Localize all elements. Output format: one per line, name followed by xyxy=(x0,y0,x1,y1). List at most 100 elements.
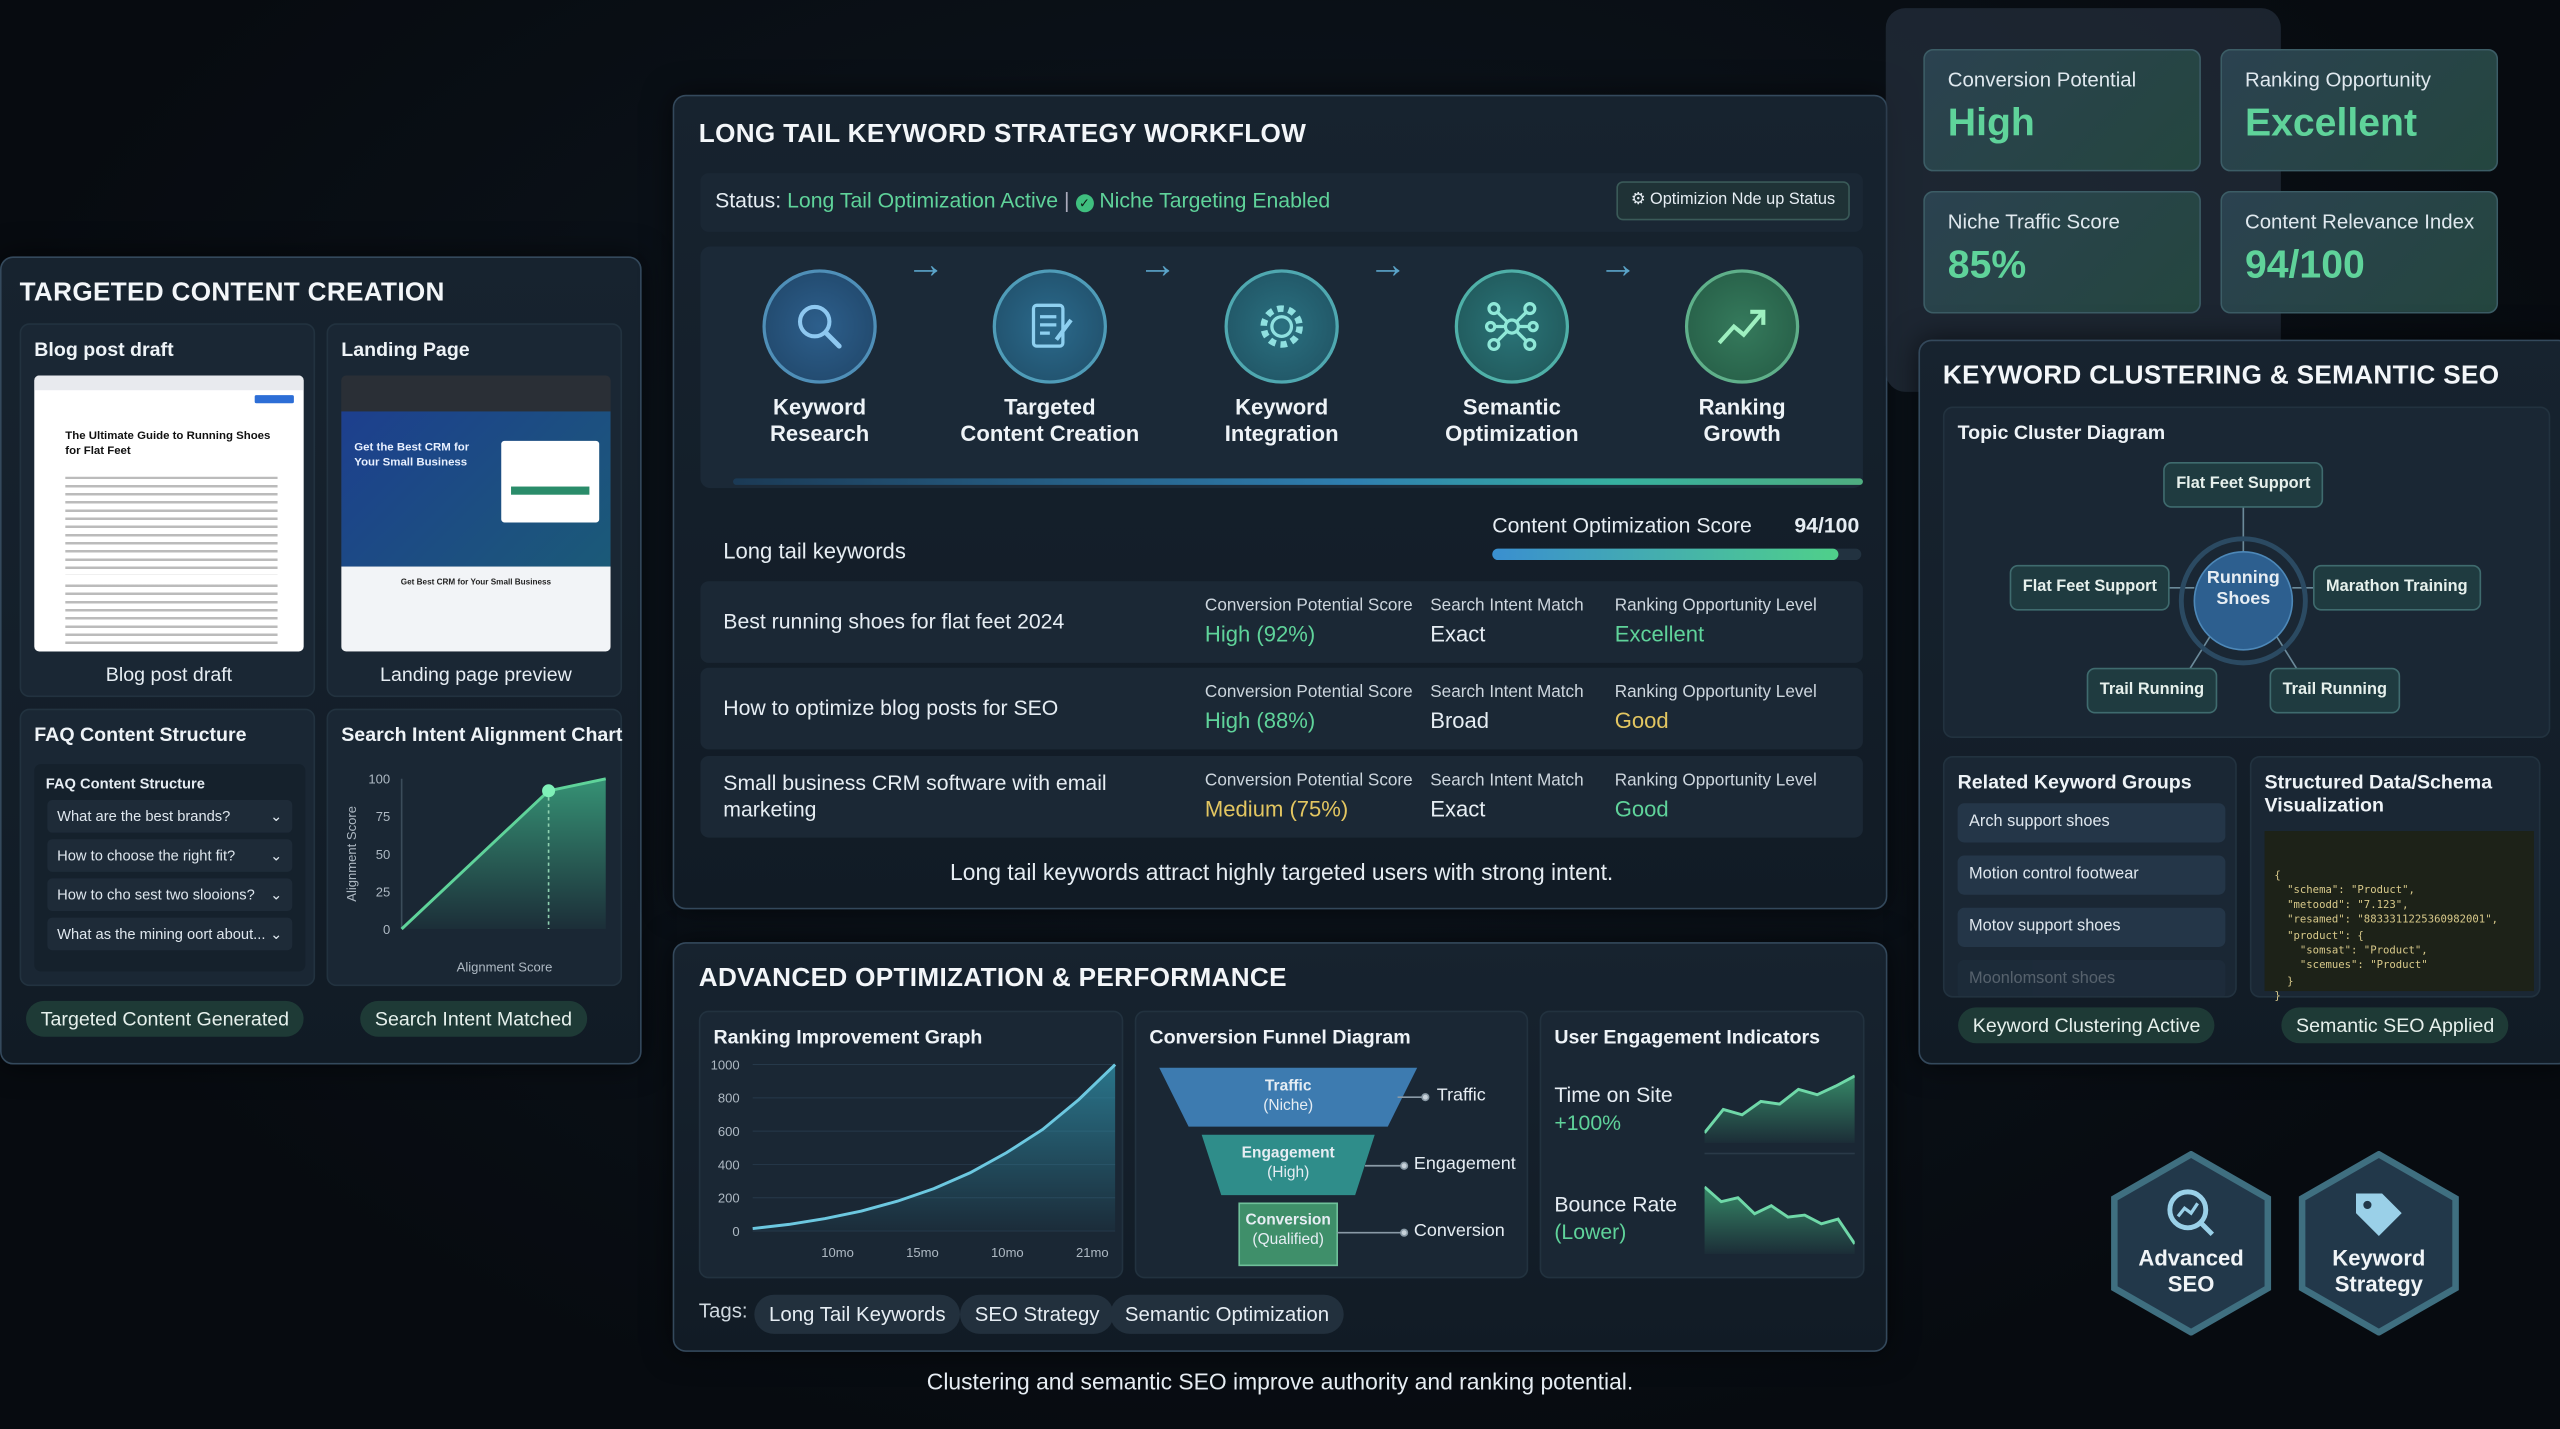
faq-item[interactable]: What as the mining oort about...⌄ xyxy=(47,917,293,951)
bounce-rate-value: (Lower) xyxy=(1554,1219,1627,1245)
intent-match: Exact xyxy=(1430,622,1486,647)
niche-targeting-status: Niche Targeting Enabled xyxy=(1099,187,1331,213)
step-semantic-optimization[interactable] xyxy=(1454,269,1570,384)
conversion-score: High (92%) xyxy=(1204,622,1316,647)
y-tick-label: 200 xyxy=(718,1191,740,1206)
funnel-graphic xyxy=(1159,1067,1430,1267)
panel-title: TARGETED CONTENT CREATION xyxy=(19,279,445,307)
x-tick-label: 21mo xyxy=(1076,1245,1109,1260)
step-keyword-integration[interactable] xyxy=(1224,269,1339,384)
tag-chip[interactable]: SEO Strategy xyxy=(960,1294,1115,1334)
funnel-stage-traffic xyxy=(1159,1067,1418,1127)
blog-thumbnail[interactable]: The Ultimate Guide to Running Shoes for … xyxy=(34,375,304,652)
x-tick-label: 15mo xyxy=(906,1245,939,1260)
arrow-right-icon: → xyxy=(1598,243,1638,288)
keyword-row[interactable]: How to optimize blog posts for SEO Conve… xyxy=(700,667,1863,750)
score-label: Content Optimization Score xyxy=(1492,512,1752,538)
column-label: Conversion Potential Score xyxy=(1204,595,1413,616)
magnifier-chart-icon xyxy=(2167,1189,2215,1237)
cluster-node[interactable]: Trail Running xyxy=(2269,667,2400,714)
faq-item[interactable]: How to choose the right fit?⌄ xyxy=(47,839,293,872)
cluster-connectors xyxy=(2140,506,2345,670)
step-keyword-research[interactable] xyxy=(762,269,877,384)
landing-thumbnail[interactable]: Get the Best CRM for Your Small Business… xyxy=(341,375,611,652)
tag-chip[interactable]: Long Tail Keywords xyxy=(754,1294,961,1334)
keyword-text: Small business CRM software with email m… xyxy=(723,770,1107,822)
keyword-group-item[interactable]: Arch support shoes xyxy=(1957,803,2226,843)
separator: | xyxy=(1064,187,1070,213)
column-label: Ranking Opportunity Level xyxy=(1614,595,1817,616)
x-axis-label: Alignment Score xyxy=(457,959,553,974)
card-title: Landing Page xyxy=(341,337,470,361)
landing-page-card[interactable]: Landing Page Get the Best CRM for Your S… xyxy=(326,323,623,698)
time-on-site-value: +100% xyxy=(1554,1110,1622,1135)
faq-item[interactable]: How to cho sest two slooions?⌄ xyxy=(47,878,293,912)
keyword-row[interactable]: Best running shoes for flat feet 2024 Co… xyxy=(700,581,1863,663)
keyword-group-item[interactable]: Motov support shoes xyxy=(1957,907,2226,947)
funnel-stage-engagement xyxy=(1201,1134,1375,1196)
blog-draft-card[interactable]: Blog post draft The Ultimate Guide to Ru… xyxy=(19,323,316,698)
gear-icon xyxy=(1260,305,1303,348)
funnel-stage-label: Traffic(Niche) xyxy=(1263,1077,1314,1116)
faq-list: FAQ Content Structure What are the best … xyxy=(34,764,306,972)
card-title: Blog post draft xyxy=(34,337,174,361)
tags-label: Tags: xyxy=(698,1299,748,1323)
ranking-level: Excellent xyxy=(1614,622,1705,647)
arrow-right-icon: → xyxy=(1137,243,1178,288)
cluster-node[interactable]: Marathon Training xyxy=(2312,564,2481,611)
step-targeted-content[interactable] xyxy=(992,269,1107,384)
panel-title: LONG TAIL KEYWORD STRATEGY WORKFLOW xyxy=(698,120,1307,149)
tag-icon xyxy=(2355,1193,2402,1236)
score-value: 94/100 xyxy=(1794,512,1860,538)
keyword-row[interactable]: Small business CRM software with email m… xyxy=(700,755,1863,838)
cluster-node[interactable]: Flat Feet Support xyxy=(2163,462,2324,508)
chevron-down-icon: ⌄ xyxy=(270,808,283,825)
status-pill-intent-matched: Search Intent Matched xyxy=(360,1000,587,1037)
cluster-node[interactable]: Flat Feet Support xyxy=(2009,564,2171,611)
conversion-score: High (88%) xyxy=(1204,708,1316,734)
keyword-group-item[interactable]: Moonlomsont shoes xyxy=(1957,960,2226,996)
funnel-stage-label: Engagement(High) xyxy=(1241,1144,1335,1183)
column-label: Conversion Potential Score xyxy=(1204,682,1413,703)
column-label: Search Intent Match xyxy=(1430,682,1584,703)
card-caption: Landing page preview xyxy=(380,662,572,686)
button-label: Optimizion Nde up Status xyxy=(1650,191,1836,209)
card-title: FAQ Content Structure xyxy=(34,723,247,747)
column-label: Ranking Opportunity Level xyxy=(1614,682,1817,703)
series-line xyxy=(752,1063,1117,1231)
faq-item[interactable]: What are the best brands?⌄ xyxy=(47,800,293,833)
engagement-indicators-card: User Engagement Indicators Time on Site … xyxy=(1539,1010,1865,1279)
schema-visualization-card: Structured Data/Schema Visualization { "… xyxy=(2249,755,2541,1002)
workflow-panel: LONG TAIL KEYWORD STRATEGY WORKFLOW Stat… xyxy=(672,94,1888,910)
schema-code-block: { "schema": "Product", "metoodd": "7.123… xyxy=(2264,831,2534,1002)
step-ranking-growth[interactable] xyxy=(1684,269,1800,384)
gear-icon: ⚙ xyxy=(1630,191,1646,209)
workflow-progress-bar xyxy=(733,478,1863,485)
status-pill-clustering-active: Keyword Clustering Active xyxy=(1958,1007,2216,1044)
tag-chip[interactable]: Semantic Optimization xyxy=(1110,1294,1344,1334)
network-icon xyxy=(1484,302,1539,352)
status-pill-content-generated: Targeted Content Generated xyxy=(26,1000,304,1037)
keyword-group-item[interactable]: Motion control footwear xyxy=(1957,855,2226,895)
funnel-stage-conversion xyxy=(1238,1202,1338,1267)
targeted-content-panel: TARGETED CONTENT CREATION Blog post draf… xyxy=(0,256,642,1065)
cluster-node[interactable]: Trail Running xyxy=(2086,667,2218,714)
keyword-clustering-panel: KEYWORD CLUSTERING & SEMANTIC SEO Topic … xyxy=(1918,339,2560,1065)
optimization-status-button[interactable]: ⚙ Optimizion Nde up Status xyxy=(1616,181,1850,221)
column-label: Conversion Potential Score xyxy=(1204,770,1413,791)
long-tail-keywords-label: Long tail keywords xyxy=(723,538,906,564)
ranking-level: Good xyxy=(1614,708,1669,734)
